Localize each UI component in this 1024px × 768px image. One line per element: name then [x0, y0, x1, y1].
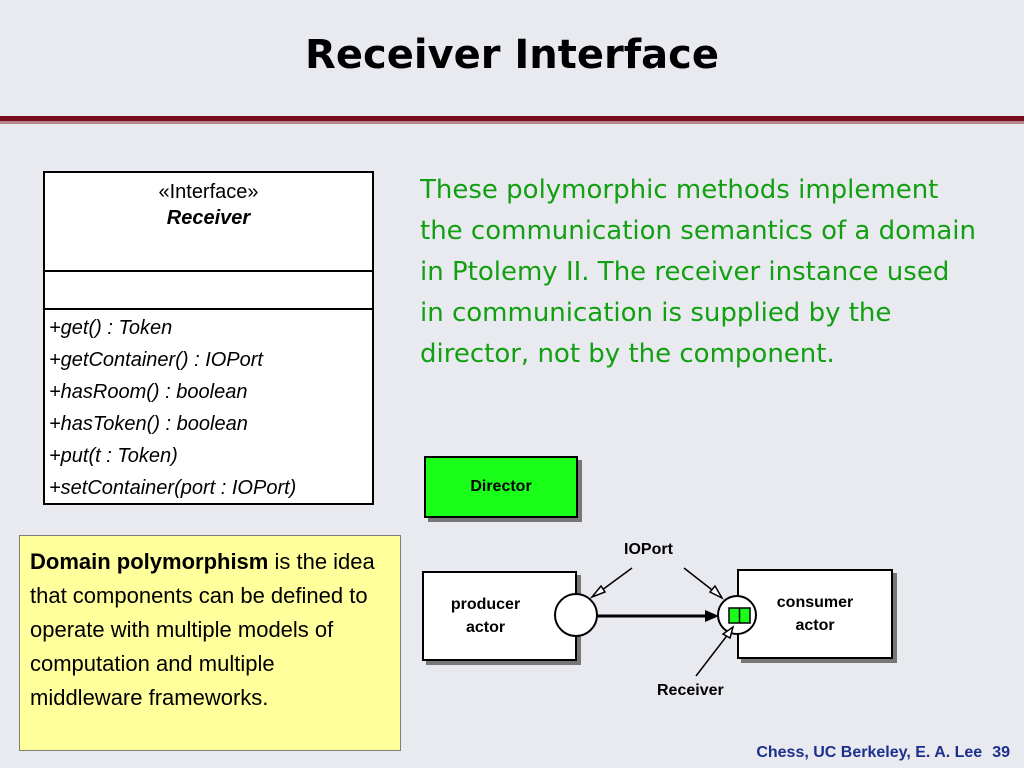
note-text: is the idea that components can be defin…	[30, 549, 375, 710]
uml-methods: +get() : Token +getContainer() : IOPort …	[45, 310, 372, 504]
receiver-label: Receiver	[657, 682, 724, 699]
consumer-label-line2: actor	[795, 617, 835, 634]
ioport-pointer-right	[683, 567, 717, 594]
connection-arrowhead	[705, 610, 719, 622]
uml-method: +hasToken() : boolean	[49, 413, 248, 435]
uml-attributes	[45, 272, 372, 310]
ioport-pointer-left	[597, 567, 633, 594]
uml-stereotype: «Interface»	[158, 181, 259, 203]
director-box: Director	[424, 456, 578, 518]
uml-header: «Interface» Receiver	[45, 173, 372, 272]
note-term: Domain polymorphism	[30, 549, 269, 574]
uml-class-box: «Interface» Receiver +get() : Token +get…	[43, 171, 374, 505]
uml-method: +put(t : Token)	[49, 445, 178, 467]
producer-actor-box: producer actor	[422, 571, 577, 661]
consumer-actor-box: consumer actor	[737, 569, 893, 659]
producer-label-line1: producer	[450, 596, 521, 613]
footer: Chess, UC Berkeley, E. A. Lee 39	[746, 744, 1010, 762]
receiver-pointer	[695, 632, 730, 677]
uml-method: +hasRoom() : boolean	[49, 381, 248, 403]
title-divider	[0, 116, 1024, 121]
uml-method: +setContainer(port : IOPort)	[49, 477, 297, 499]
uml-method: +get() : Token	[49, 317, 173, 339]
director-label: Director	[470, 478, 532, 495]
producer-label-line2: actor	[465, 619, 506, 636]
title-divider-shadow	[0, 121, 1024, 124]
footer-credit: Chess, UC Berkeley, E. A. Lee	[756, 744, 983, 761]
uml-class-name: Receiver	[166, 207, 251, 229]
page-number: 39	[992, 744, 1010, 761]
description-text: These polymorphic methods implement the …	[420, 175, 976, 369]
domain-polymorphism-note: Domain polymorphism is the idea that com…	[19, 535, 401, 751]
slide-title: Receiver Interface	[305, 32, 719, 78]
consumer-label-line1: consumer	[776, 594, 854, 611]
uml-method: +getContainer() : IOPort	[49, 349, 263, 371]
ioport-label: IOPort	[624, 541, 673, 558]
